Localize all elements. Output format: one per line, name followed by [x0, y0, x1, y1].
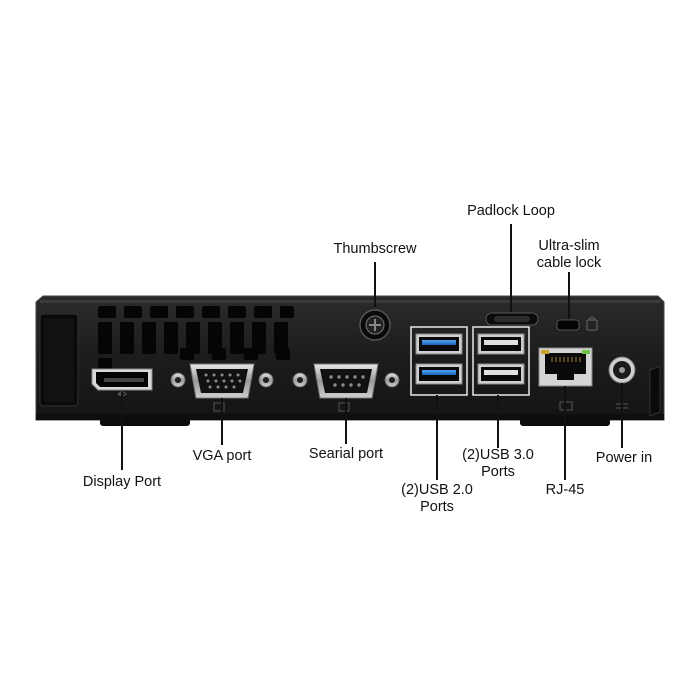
- usb20-label: (2)USB 2.0 Ports: [382, 482, 492, 516]
- power-in-jack: [608, 356, 636, 384]
- power-in-label: Power in: [595, 450, 653, 466]
- thumbscrew-label: Thumbscrew: [333, 241, 417, 257]
- usb30-label-line1: (2)USB 3.0: [462, 447, 534, 463]
- cable-lock-label-line2: cable lock: [536, 255, 602, 271]
- cable-lock-label: Ultra-slim cable lock: [520, 238, 618, 272]
- cable-lock-label-line1: Ultra-slim: [538, 238, 600, 254]
- side-cover-right: [649, 365, 661, 417]
- padlock-loop-label: Padlock Loop: [467, 203, 555, 219]
- usb20-label-line1: (2)USB 2.0: [401, 482, 473, 498]
- usb30-label-line2: Ports: [481, 464, 515, 480]
- serial-port-label: Searial port: [308, 446, 384, 462]
- serial-port: [292, 363, 400, 399]
- display-port-label: Display Port: [82, 474, 162, 490]
- side-cover: [39, 313, 79, 407]
- vga-port-label: VGA port: [192, 448, 252, 464]
- usb20-label-line2: Ports: [420, 499, 454, 515]
- rj45-label: RJ-45: [545, 482, 585, 498]
- thumbscrew: [359, 309, 391, 341]
- rj45-port: [538, 347, 593, 387]
- leader-lines: [121, 224, 623, 480]
- cable-lock-slot: [556, 316, 598, 331]
- usb30-label: (2)USB 3.0 Ports: [448, 447, 548, 481]
- usb-stack-black: [472, 326, 530, 396]
- vent-grille: [98, 306, 294, 370]
- padlock-loop: [485, 312, 539, 326]
- display-port: [91, 368, 153, 391]
- vga-port: [170, 363, 274, 399]
- usb-stack-blue: [410, 326, 468, 396]
